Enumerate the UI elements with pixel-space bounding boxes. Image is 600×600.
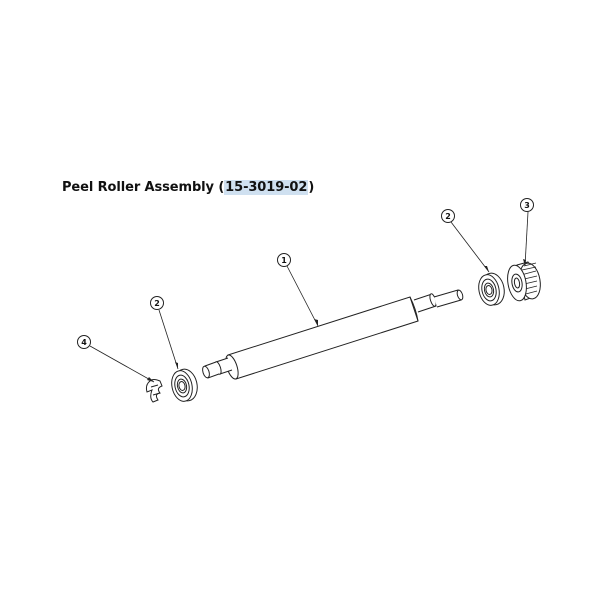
bearing-right	[478, 272, 505, 306]
assembly-title: Peel Roller Assembly (15-3019-02)	[62, 180, 314, 195]
leader-line-2a	[158, 309, 179, 370]
part-number: 15-3019-02	[224, 180, 309, 195]
callout-2b: 2	[441, 209, 455, 223]
bearing-left	[171, 368, 198, 402]
callout-2b-label: 2	[445, 212, 451, 221]
callout-1: 1	[277, 253, 291, 267]
roller-shaft	[202, 289, 464, 380]
callout-4-label: 4	[81, 338, 87, 347]
callout-3-label: 3	[524, 201, 530, 210]
gear	[507, 261, 541, 302]
callout-4: 4	[77, 335, 91, 349]
leader-line-1	[286, 265, 319, 327]
callout-3: 3	[520, 198, 534, 212]
paren-open: (	[218, 180, 225, 195]
e-clip	[145, 379, 163, 403]
leader-line-4	[89, 345, 155, 383]
leader-line-2b	[450, 221, 490, 273]
callout-1-label: 1	[281, 256, 287, 265]
leader-line-3	[524, 211, 529, 267]
callout-2a: 2	[150, 296, 164, 310]
paren-close: )	[308, 180, 315, 195]
assembly-name: Peel Roller Assembly	[62, 180, 214, 195]
callout-2a-label: 2	[154, 299, 160, 308]
